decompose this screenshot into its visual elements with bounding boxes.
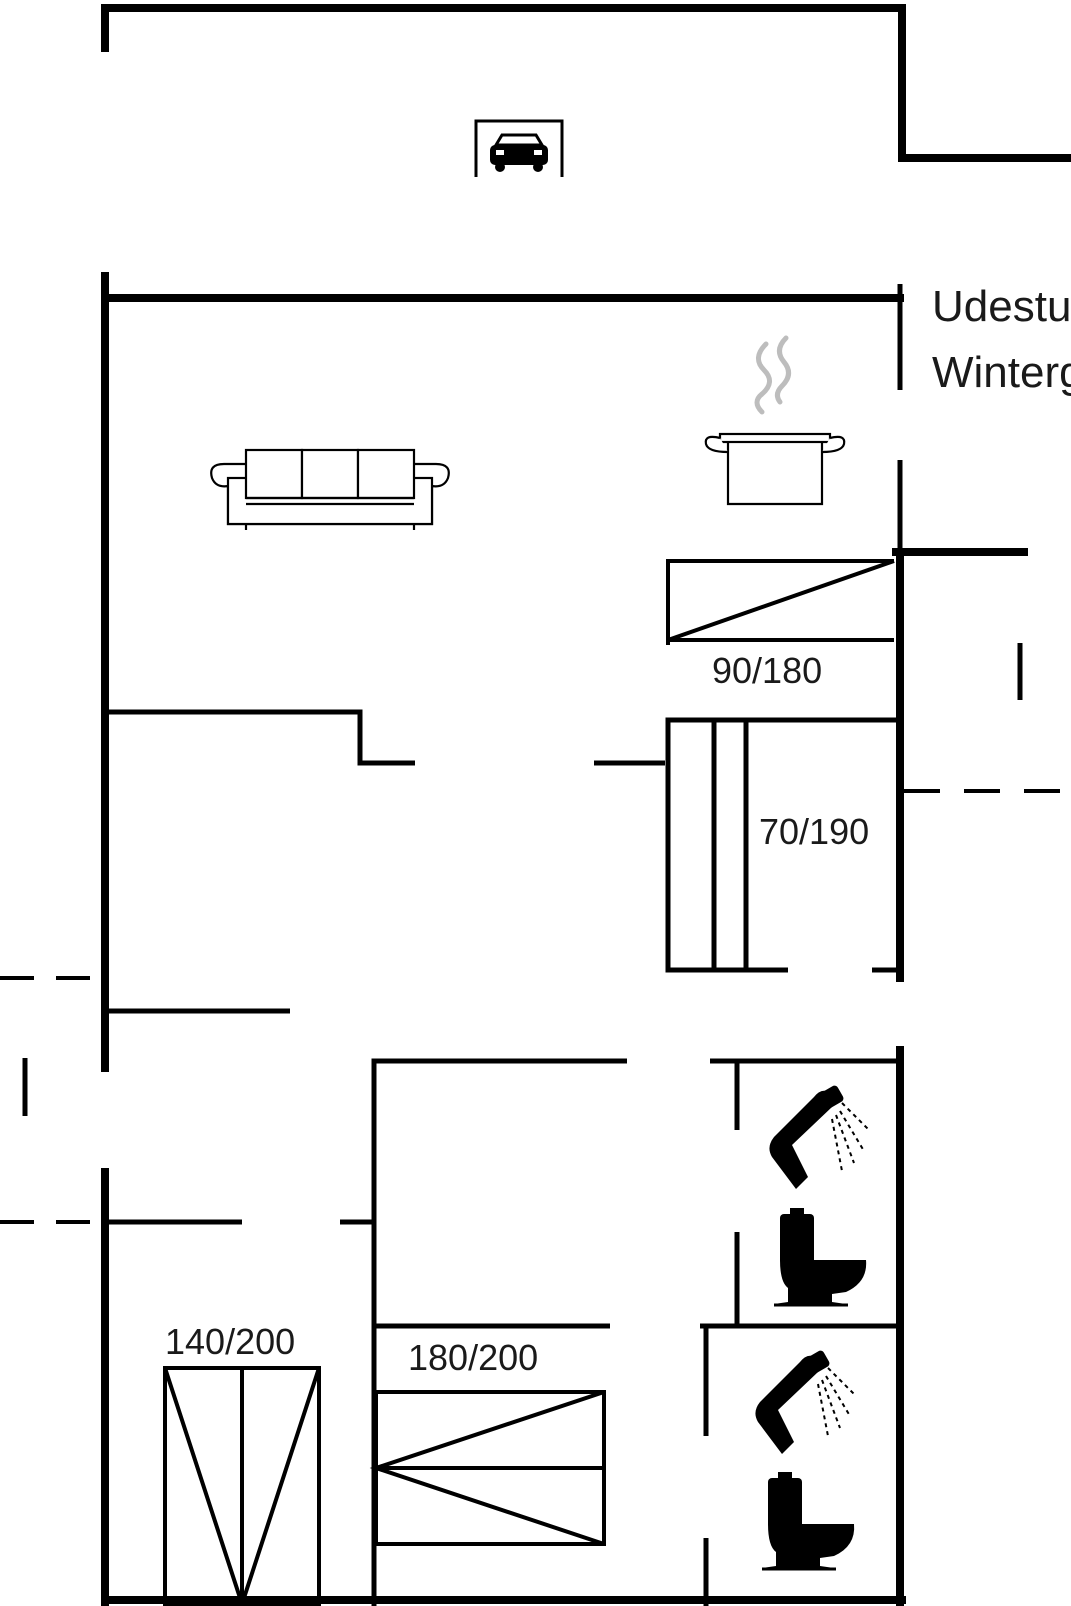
cooking-pot-icon [704,335,846,506]
toilet-icon [762,1472,855,1571]
room-label-line1: Udestu [932,282,1071,331]
walls [101,4,1071,1606]
bed-180-200: 180/200 [369,1337,606,1546]
bed-size-label: 70/190 [759,811,869,852]
room-label-line2: Winterg [932,348,1071,397]
dashed-lines [0,789,1071,1224]
bed-size-label: 180/200 [408,1337,538,1378]
toilet-icon [774,1208,867,1307]
bed-size-label: 90/180 [712,650,822,691]
winter-garden-label: Udestu Winterg [932,282,1071,397]
bed-140-200: 140/200 [163,1321,321,1606]
sofa-icon [210,448,450,530]
bed-70-190: 70/190 [711,720,869,970]
shower-icon [755,1350,855,1454]
bed-size-label: 140/200 [165,1321,295,1362]
car-icon [474,119,564,177]
bed-90-180: 90/180 [667,559,895,691]
shower-icon [769,1085,869,1189]
